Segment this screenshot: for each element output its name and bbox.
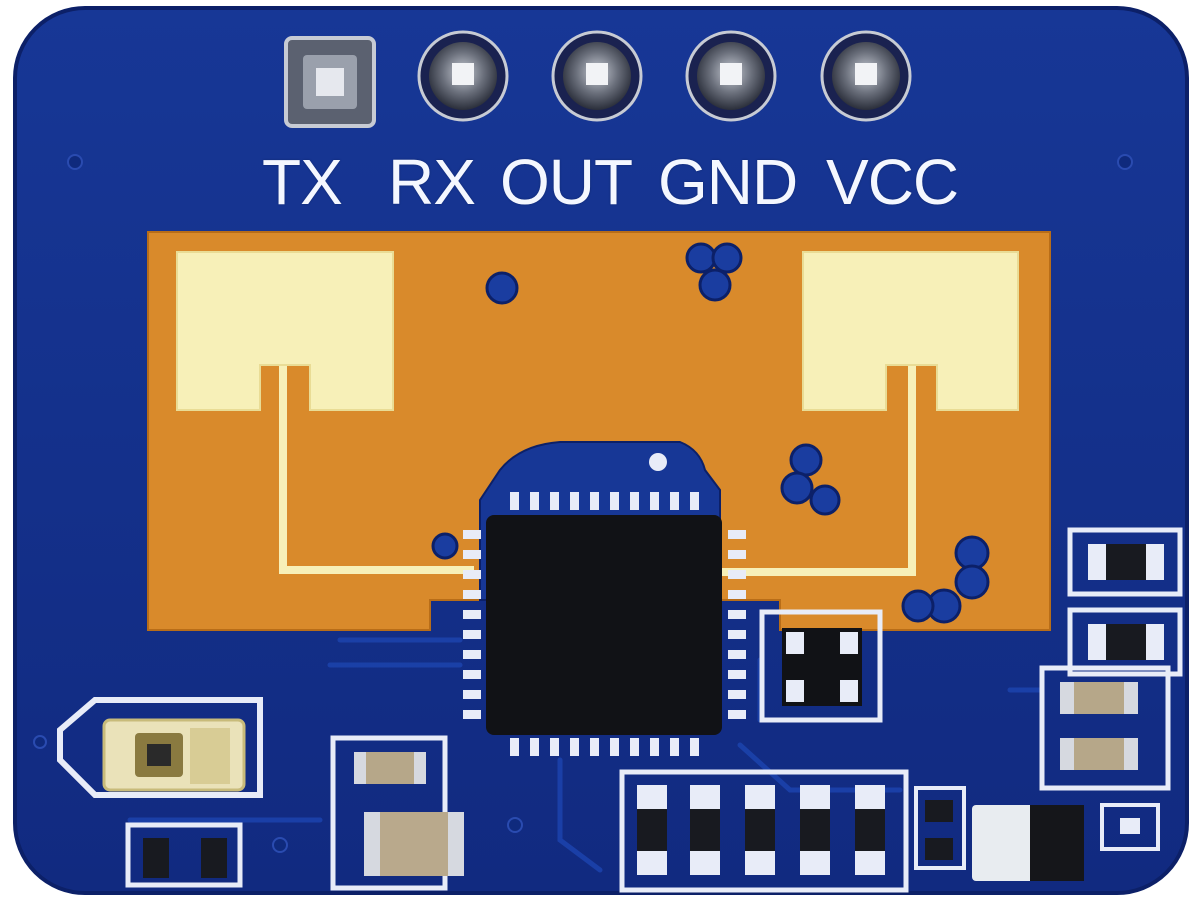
header-pins: [284, 30, 912, 128]
smd-components: [57, 527, 1183, 893]
rx-antenna-pad: [802, 251, 1019, 411]
pin-label-tx: TX: [262, 146, 343, 218]
pin-label-vcc: VCC: [826, 146, 959, 218]
header-pin-gnd: [685, 30, 777, 122]
pin-label-gnd: GND: [658, 146, 798, 218]
resistor-row-bottom: [619, 769, 909, 893]
antenna-feed-traces: [279, 366, 916, 576]
header-pin-rx: [417, 30, 509, 122]
pin-label-rx: RX: [388, 146, 476, 218]
resistor-bottom-left: [125, 822, 243, 888]
header-pin-vcc: [820, 30, 912, 122]
resistor-column-right: [1039, 527, 1183, 791]
light-sensor: [57, 697, 263, 798]
transistor-array: [759, 609, 883, 723]
diode-bottom-right: [914, 786, 1160, 881]
capacitor-group-center: [330, 735, 464, 891]
chip-marker-dot: [649, 453, 667, 471]
header-pin-out: [551, 30, 643, 122]
vias: [431, 242, 990, 624]
tx-antenna-pad: [176, 251, 394, 411]
radar-chip: [486, 515, 722, 735]
pin-label-out: OUT: [500, 146, 633, 218]
board-vias: [33, 154, 1133, 853]
header-pin-tx: [284, 36, 376, 128]
chip-pins: [463, 492, 746, 756]
